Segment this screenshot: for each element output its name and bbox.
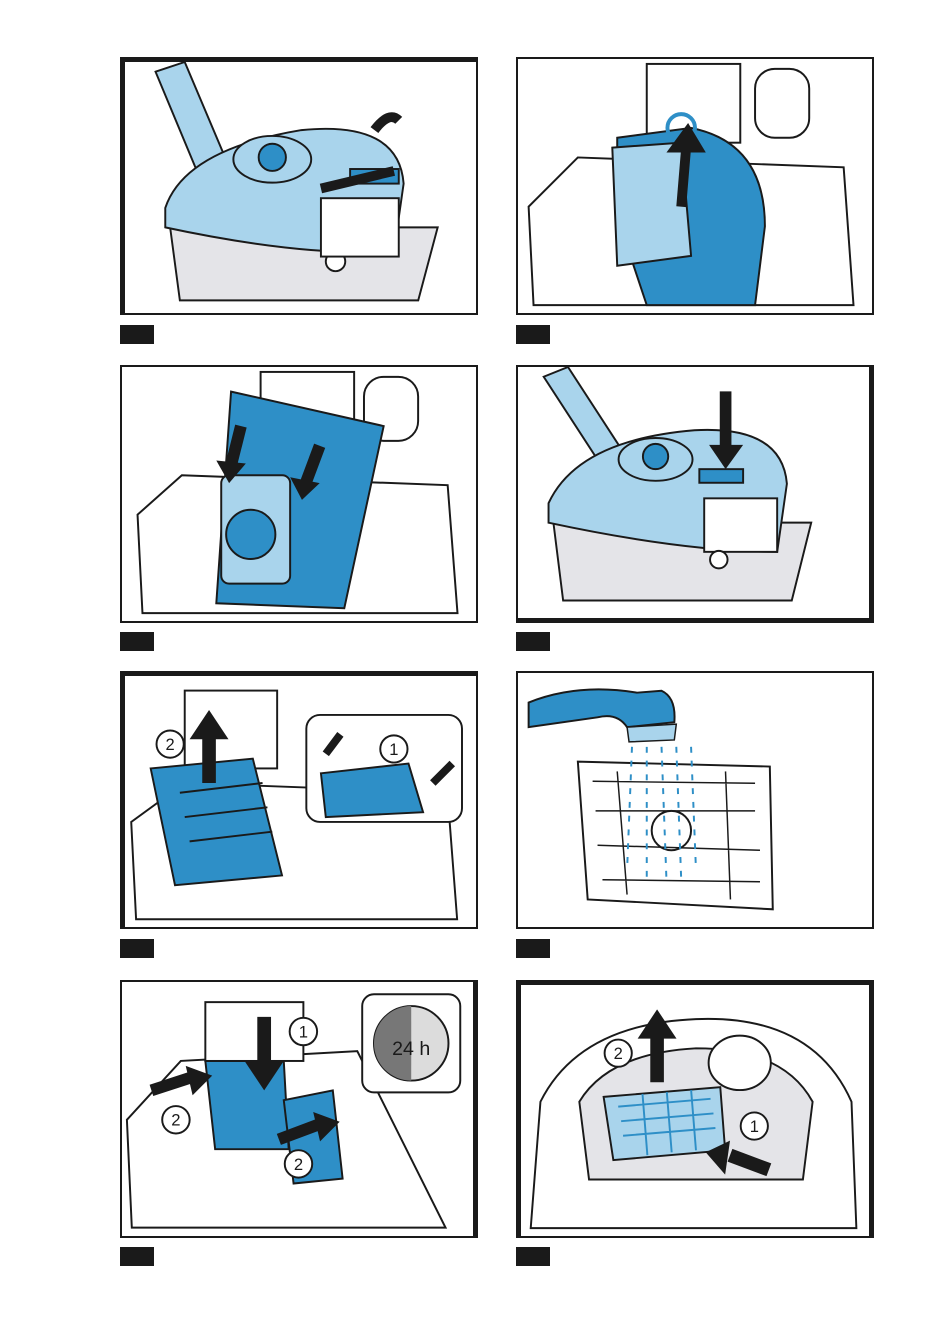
step-marker-5 [120,939,154,958]
panel-8-remove-exhaust-filter: 2 1 [516,980,874,1238]
svg-text:1: 1 [299,1022,308,1041]
step-marker-6 [516,939,550,958]
illustration-insert-bag [122,367,476,621]
faucet-icon [529,689,675,727]
illustration-remove-bag [518,59,872,313]
callout-markers: 2 1 [125,676,476,927]
svg-text:2: 2 [294,1155,303,1174]
callout-2-left: 2 [162,1106,189,1133]
panel-2-remove-bag [516,57,874,315]
step-marker-3 [120,632,154,651]
svg-text:2: 2 [166,735,175,754]
panel-6-rinse-motor-filter [516,671,874,929]
callout-markers: 1 2 2 24 h [122,982,473,1236]
svg-text:2: 2 [171,1111,180,1130]
callout-2-right: 2 [285,1150,312,1177]
illustration-open-cover [125,62,476,313]
panel-5-remove-motor-filter: 2 1 [120,671,478,929]
step-marker-4 [516,632,550,651]
panel-7-insert-motor-filter: 1 2 2 24 h [120,980,478,1238]
panel-3-insert-bag [120,365,478,623]
svg-text:2: 2 [614,1044,623,1063]
panel-4-close-cover [516,365,874,623]
callout-1: 1 [290,1018,317,1045]
step-marker-1 [120,325,154,344]
svg-text:1: 1 [750,1117,759,1136]
callout-1: 1 [380,735,407,762]
callout-2: 2 [157,730,184,757]
illustration-rinse-motor-filter [518,673,872,927]
callout-1: 1 [741,1112,768,1139]
illustration-close-cover [518,367,869,618]
callout-markers: 2 1 [521,985,869,1236]
step-marker-7 [120,1247,154,1266]
svg-text:1: 1 [389,740,398,759]
drying-time-label: 24 h [392,1038,430,1060]
step-marker-2 [516,325,550,344]
panel-1-open-cover [120,57,478,315]
step-marker-8 [516,1247,550,1266]
callout-2: 2 [605,1040,632,1067]
